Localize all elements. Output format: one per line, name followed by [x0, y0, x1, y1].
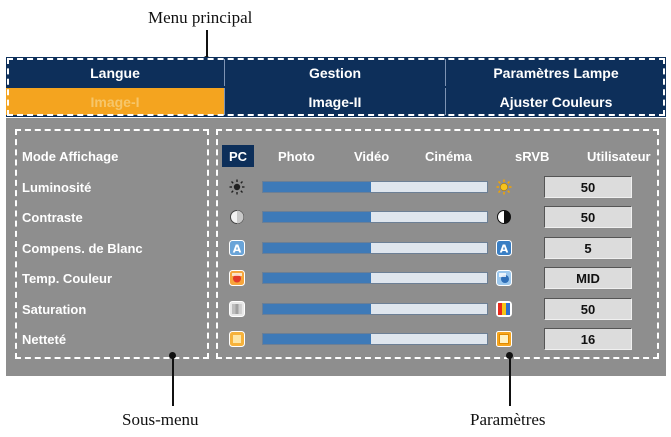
- leader-dot-parameters: [506, 352, 513, 359]
- nettete-value[interactable]: 16: [544, 328, 632, 350]
- tab-gestion[interactable]: Gestion: [224, 59, 445, 86]
- white-balance-high-icon: A: [496, 240, 512, 256]
- sharpness-low-icon: [229, 331, 245, 347]
- nettete-slider[interactable]: [262, 333, 488, 345]
- slider-fill: [263, 212, 371, 222]
- submenu-saturation[interactable]: Saturation: [22, 302, 87, 317]
- tab-image-i[interactable]: Image-I: [6, 88, 224, 115]
- mode-option-cinema[interactable]: Cinéma: [425, 148, 472, 164]
- saturation-high-icon: [496, 301, 512, 317]
- submenu-mode-affichage[interactable]: Mode Affichage: [22, 149, 119, 164]
- callout-parameters: Paramètres: [470, 410, 546, 429]
- slider-fill: [263, 273, 371, 283]
- contraste-value[interactable]: 50: [544, 206, 632, 228]
- luminosite-slider[interactable]: [262, 181, 488, 193]
- main-menu-highlight: [7, 58, 665, 116]
- main-menu: Langue Gestion Paramètres Lampe Image-I …: [6, 57, 666, 117]
- color-temp-cool-icon: [496, 270, 512, 286]
- saturation-slider[interactable]: [262, 303, 488, 315]
- leader-line-submenu: [172, 356, 174, 406]
- slider-fill: [263, 304, 371, 314]
- slider-fill: [263, 334, 371, 344]
- temp-couleur-value[interactable]: MID: [544, 267, 632, 289]
- contrast-high-icon: [496, 209, 512, 225]
- submenu-compens-blanc[interactable]: Compens. de Blanc: [22, 241, 143, 256]
- sun-dim-icon: [229, 179, 245, 195]
- luminosite-value[interactable]: 50: [544, 176, 632, 198]
- sun-bright-icon: [496, 179, 512, 195]
- compens-blanc-slider[interactable]: [262, 242, 488, 254]
- white-balance-low-icon: A: [229, 240, 245, 256]
- sharpness-high-icon: [496, 331, 512, 347]
- leader-line-main-menu: [206, 30, 208, 60]
- slider-fill: [263, 243, 371, 253]
- leader-dot-submenu: [169, 352, 176, 359]
- saturation-low-icon: [229, 301, 245, 317]
- parameters-highlight: [216, 129, 659, 359]
- callout-main-menu: Menu principal: [148, 8, 253, 27]
- svg-text:A: A: [233, 243, 242, 256]
- slider-fill: [263, 182, 371, 192]
- mode-option-photo[interactable]: Photo: [278, 148, 315, 164]
- tab-parametres-lampe[interactable]: Paramètres Lampe: [445, 59, 666, 86]
- submenu-highlight: [15, 129, 209, 359]
- compens-blanc-value[interactable]: 5: [544, 237, 632, 259]
- tab-langue[interactable]: Langue: [90, 64, 140, 81]
- callout-submenu: Sous-menu: [122, 410, 199, 429]
- submenu-contraste[interactable]: Contraste: [22, 210, 83, 225]
- svg-text:A: A: [500, 243, 509, 256]
- mode-option-pc[interactable]: PC: [222, 145, 255, 167]
- temp-couleur-slider[interactable]: [262, 272, 488, 284]
- tab-ajuster-couleurs[interactable]: Ajuster Couleurs: [445, 88, 666, 115]
- mode-option-video[interactable]: Vidéo: [354, 148, 390, 164]
- saturation-value[interactable]: 50: [544, 298, 632, 320]
- submenu-luminosite[interactable]: Luminosité: [22, 180, 92, 195]
- submenu-nettete[interactable]: Netteté: [22, 332, 67, 347]
- contraste-slider[interactable]: [262, 211, 488, 223]
- mode-option-srvb[interactable]: sRVB: [515, 148, 550, 164]
- color-temp-warm-icon: [229, 270, 245, 286]
- mode-option-utilisateur[interactable]: Utilisateur: [587, 148, 651, 164]
- leader-line-parameters: [509, 356, 511, 406]
- contrast-low-icon: [229, 209, 245, 225]
- submenu-temp-couleur[interactable]: Temp. Couleur: [22, 271, 113, 286]
- tab-image-ii[interactable]: Image-II: [224, 88, 445, 115]
